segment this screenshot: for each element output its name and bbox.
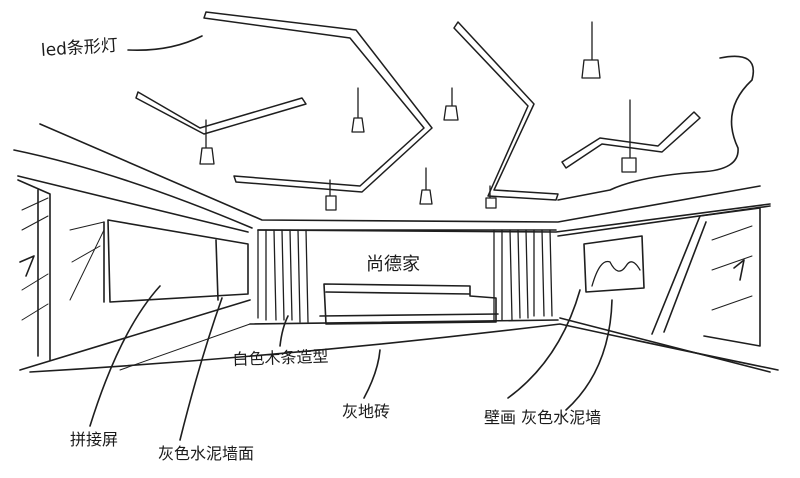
label-left-wall: 灰色水泥墙面 [158, 444, 255, 463]
screen-panel-inner [103, 221, 219, 303]
left-door-handle [19, 255, 35, 277]
label-grille-wall: 白色木条造型 [232, 346, 329, 369]
ceiling-right-wave [557, 55, 755, 201]
leader-mural [565, 299, 613, 411]
screen-panel-hatch [69, 221, 105, 301]
label-floor: 灰地砖 [342, 402, 391, 421]
led-strip-left [135, 11, 433, 193]
back-wall-bottom [249, 319, 559, 325]
floor-front-edge [29, 323, 779, 373]
ceiling-back-line [257, 203, 771, 233]
right-door-inner [663, 221, 707, 333]
mural-frame [583, 235, 645, 293]
left-door-hatch [21, 197, 49, 321]
grille-right [493, 229, 553, 321]
left-wall-top [17, 175, 249, 233]
leader-grille [279, 315, 289, 347]
screen-panel [107, 219, 249, 303]
leader-left-wall [179, 297, 223, 441]
reception-desk-base [319, 313, 499, 317]
led-strip-center [453, 21, 559, 201]
reception-desk [323, 283, 497, 325]
left-wall-bottom [19, 299, 251, 371]
ceiling-left-edge-inner [13, 149, 253, 229]
led-strip-right [561, 111, 701, 169]
mural-squiggle [591, 260, 641, 287]
floor-perspective-left [119, 323, 251, 371]
right-door-hatch [711, 225, 753, 311]
label-brand-logo: 尚德家 [366, 254, 420, 275]
right-door [651, 207, 761, 347]
label-screen-panel: 拼接屏 [70, 430, 119, 449]
leader-floor [363, 349, 381, 399]
right-door-handle [733, 259, 745, 281]
pendant-lamps [199, 21, 637, 211]
ceiling-left-edge [39, 123, 761, 223]
label-ceiling-light-line: led条形灯 [40, 35, 119, 61]
leader-right-wall [507, 289, 581, 399]
grille-left [257, 229, 309, 323]
label-right-wall: 壁画 灰色水泥墙 [484, 408, 602, 427]
leader-screen [89, 285, 161, 427]
leader-ceiling [127, 35, 203, 52]
right-wall-bottom [559, 317, 771, 373]
left-door-frame [17, 179, 51, 361]
